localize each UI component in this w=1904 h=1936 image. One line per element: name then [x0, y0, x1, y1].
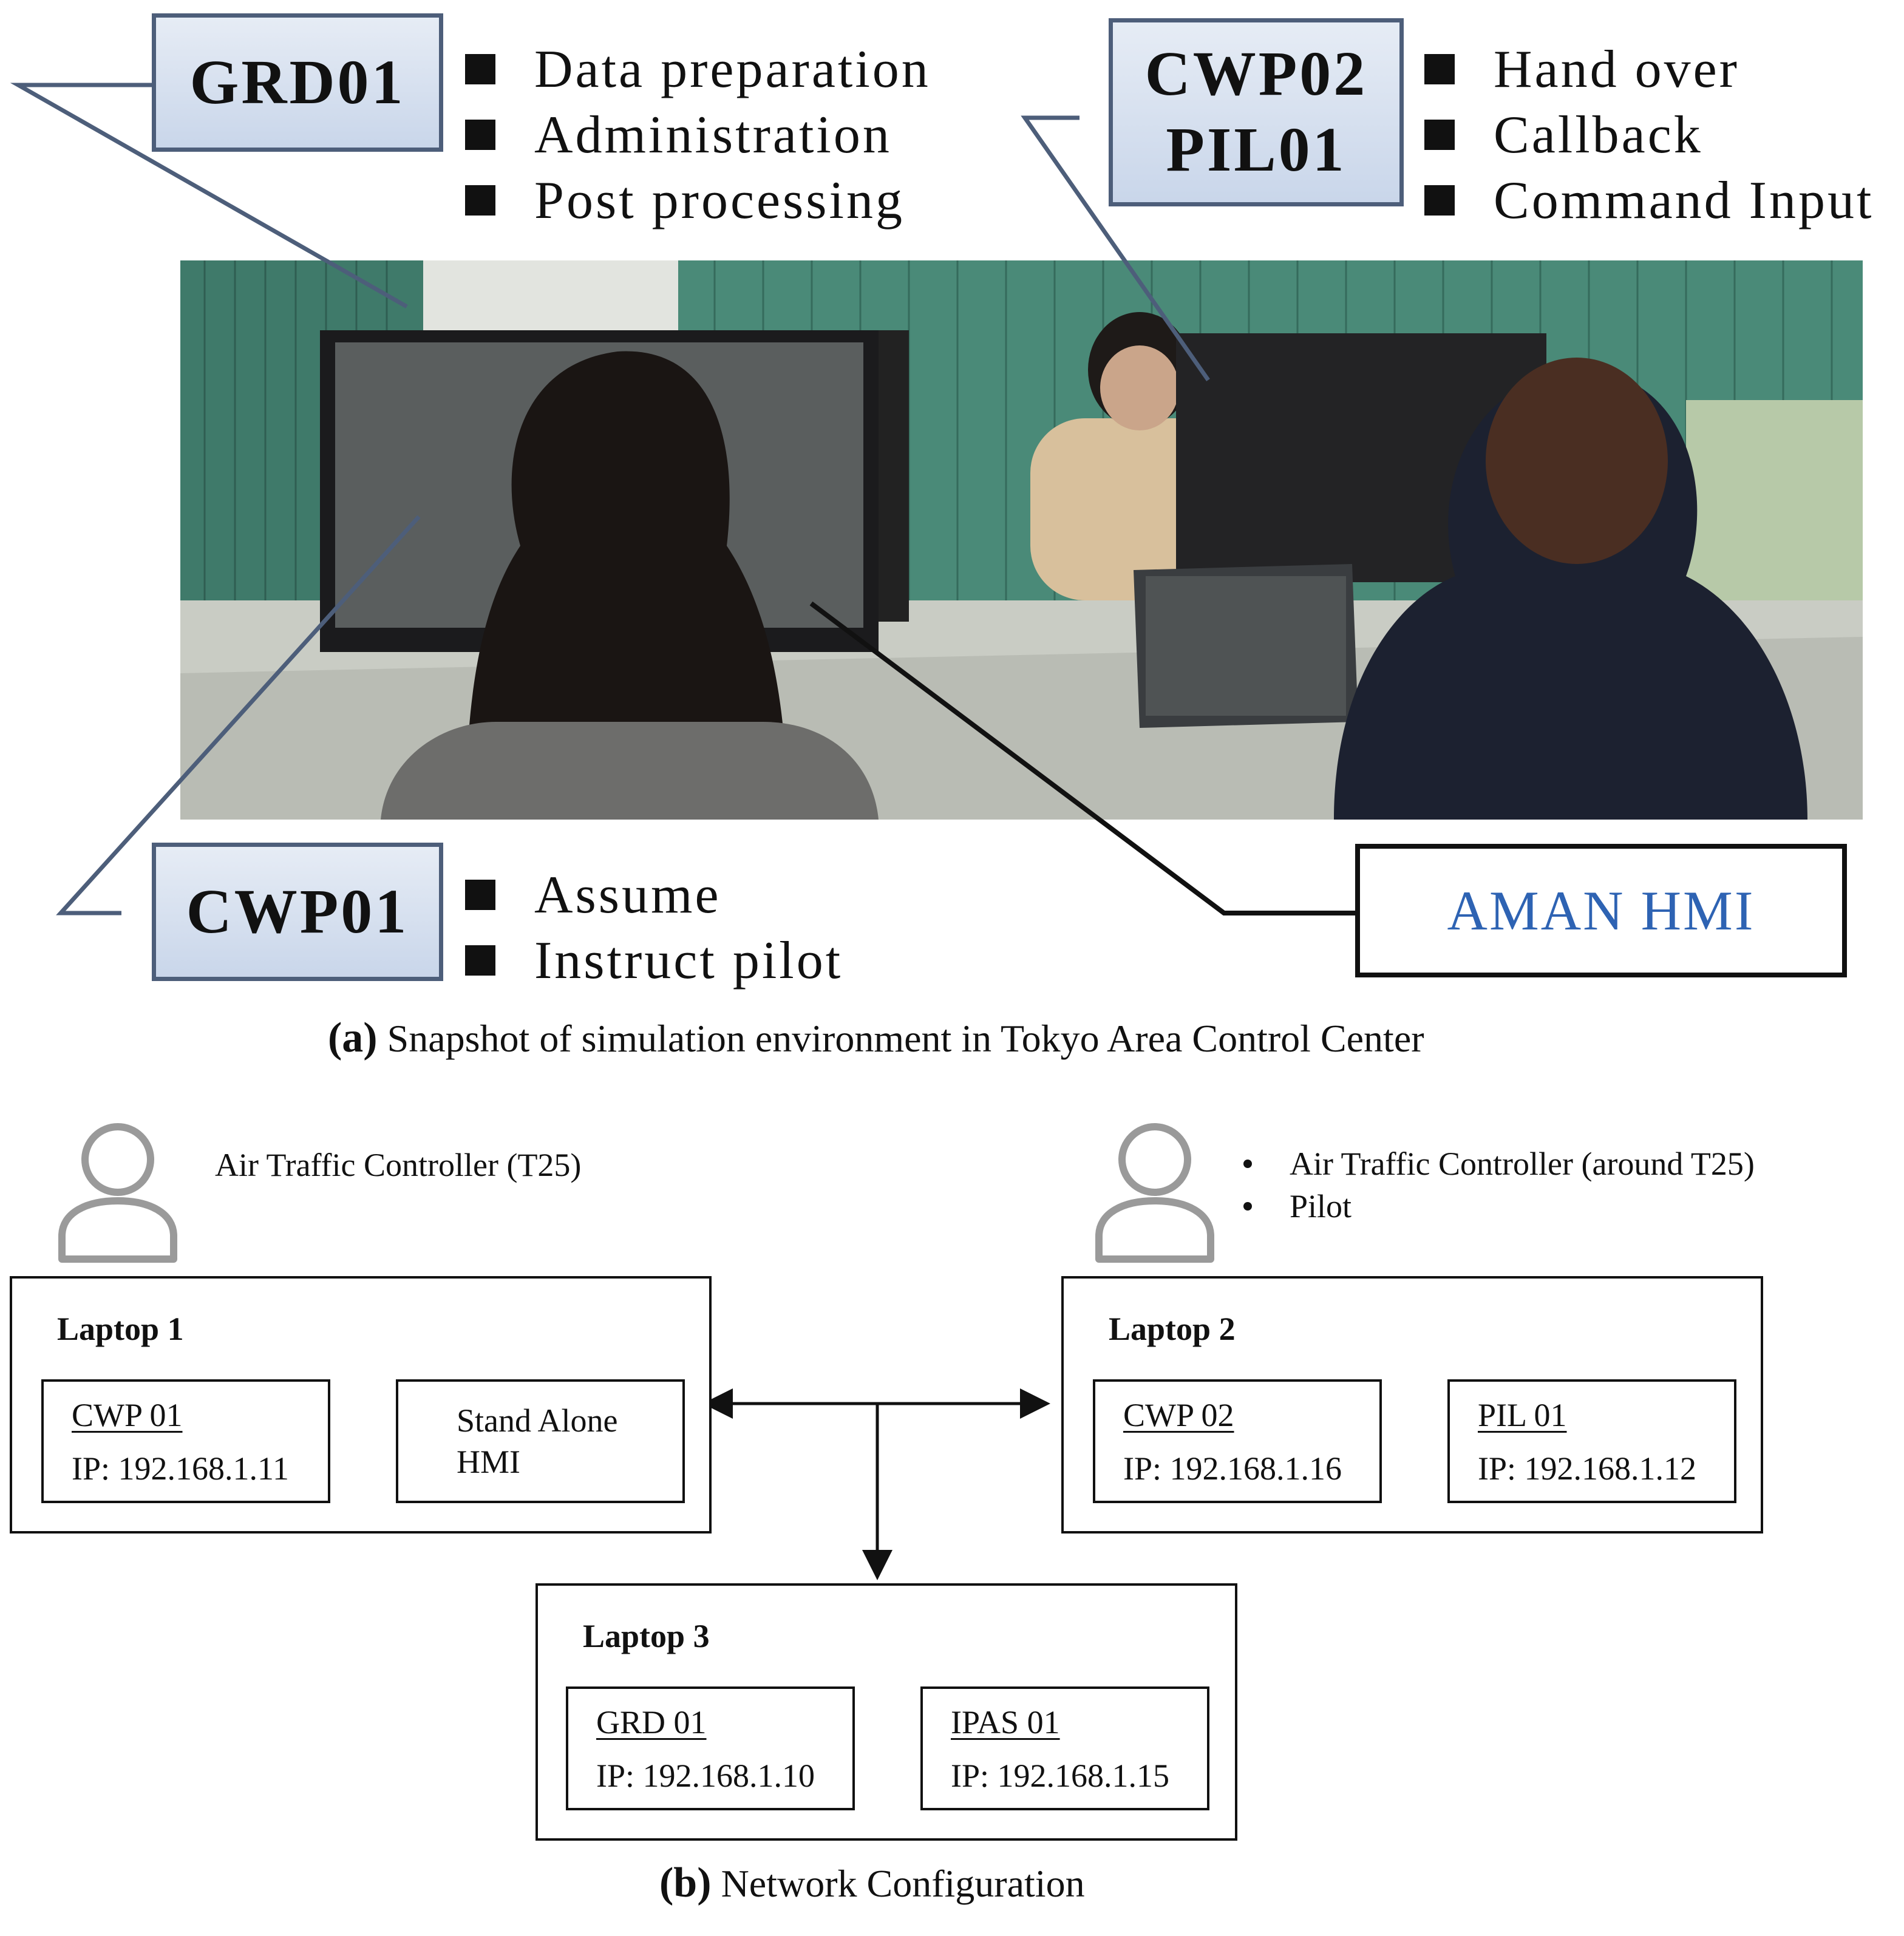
- square-bullet-icon: [465, 185, 495, 216]
- bullet-dot-icon: [1243, 1202, 1252, 1211]
- node-cwp01-ip: IP: 192.168.1.11: [72, 1450, 290, 1487]
- task-item: Post processing: [465, 168, 931, 233]
- caption-a-text: Snapshot of simulation environment in To…: [387, 1017, 1424, 1060]
- node-grd01: GRD 01 IP: 192.168.1.10: [566, 1686, 855, 1810]
- task-item: Instruct pilot: [465, 928, 843, 993]
- grd01-label: GRD01: [189, 47, 406, 117]
- node-cwp02-name: CWP 02: [1123, 1397, 1234, 1433]
- task-item: Command Input: [1424, 168, 1874, 233]
- node-cwp02: CWP 02 IP: 192.168.1.16: [1093, 1379, 1382, 1503]
- aman-callout-line: [809, 601, 1355, 915]
- node-cwp01: CWP 01 IP: 192.168.1.11: [41, 1379, 330, 1503]
- right-person-list: Air Traffic Controller (around T25) Pilo…: [1243, 1143, 1755, 1228]
- node-cwp01-name: CWP 01: [72, 1397, 183, 1433]
- left-person-text: Air Traffic Controller (T25): [215, 1147, 582, 1183]
- square-bullet-icon: [465, 945, 495, 976]
- aman-hmi-label-box: AMAN HMI: [1355, 844, 1847, 977]
- square-bullet-icon: [465, 54, 495, 84]
- list-item: Pilot: [1243, 1185, 1755, 1228]
- laptop-3: Laptop 3 GRD 01 IP: 192.168.1.10 IPAS 01…: [536, 1583, 1237, 1841]
- task-item: Administration: [465, 102, 931, 168]
- laptop-1-title: Laptop 1: [57, 1311, 184, 1347]
- list-item: Air Traffic Controller (around T25): [1243, 1143, 1755, 1185]
- bullet-dot-icon: [1243, 1160, 1252, 1168]
- caption-b-letter: (b): [659, 1860, 712, 1906]
- laptop-3-title: Laptop 3: [583, 1618, 710, 1654]
- photo-scene: [180, 260, 1863, 820]
- cwp02-pil01-label-box: CWP02 PIL01: [1109, 18, 1404, 206]
- laptop-1: Laptop 1 CWP 01 IP: 192.168.1.11 Stand A…: [10, 1276, 712, 1534]
- grd01-label-box: GRD01: [152, 13, 443, 152]
- cwp01-label: CWP01: [186, 876, 409, 946]
- task-item: Hand over: [1424, 36, 1874, 102]
- stand-alone-hmi-label: Stand Alone HMI: [457, 1402, 618, 1480]
- node-ipas01-ip: IP: 192.168.1.15: [951, 1758, 1170, 1794]
- cwp02-callout-line: [1021, 115, 1210, 382]
- task-item: Assume: [465, 862, 843, 928]
- laptop-2: Laptop 2 CWP 02 IP: 192.168.1.16 PIL 01 …: [1061, 1276, 1763, 1534]
- square-bullet-icon: [1424, 185, 1455, 216]
- cwp01-callout-line: [56, 515, 421, 915]
- right-person-icon: [1095, 1123, 1214, 1263]
- node-pil01: PIL 01 IP: 192.168.1.12: [1447, 1379, 1736, 1503]
- task-item: Data preparation: [465, 36, 931, 102]
- node-stand-alone-hmi: Stand Alone HMI: [396, 1379, 685, 1503]
- cwp01-task-list: Assume Instruct pilot: [465, 862, 843, 993]
- aman-hmi-label: AMAN HMI: [1447, 880, 1755, 942]
- grd01-task-list: Data preparation Administration Post pro…: [465, 36, 931, 233]
- laptop-2-title: Laptop 2: [1109, 1311, 1236, 1347]
- cwp02-label: CWP02: [1144, 39, 1368, 109]
- simulation-photo: [180, 260, 1863, 820]
- node-grd01-ip: IP: 192.168.1.10: [596, 1758, 815, 1794]
- left-person-icon: [58, 1123, 177, 1263]
- square-bullet-icon: [465, 880, 495, 910]
- cwp01-label-box: CWP01: [152, 843, 443, 981]
- cwp02-task-list: Hand over Callback Command Input: [1424, 36, 1874, 233]
- square-bullet-icon: [465, 120, 495, 150]
- grd01-callout-line: [10, 83, 408, 309]
- node-ipas01: IPAS 01 IP: 192.168.1.15: [920, 1686, 1209, 1810]
- node-ipas01-name: IPAS 01: [951, 1704, 1060, 1741]
- caption-b: (b) Network Configuration: [659, 1859, 1085, 1907]
- node-pil01-ip: IP: 192.168.1.12: [1478, 1450, 1697, 1487]
- caption-a: (a) Snapshot of simulation environment i…: [328, 1014, 1424, 1062]
- pil01-label: PIL01: [1166, 115, 1347, 185]
- node-cwp02-ip: IP: 192.168.1.16: [1123, 1450, 1342, 1487]
- task-item: Callback: [1424, 102, 1874, 168]
- node-grd01-name: GRD 01: [596, 1704, 707, 1741]
- square-bullet-icon: [1424, 120, 1455, 150]
- node-pil01-name: PIL 01: [1478, 1397, 1567, 1433]
- square-bullet-icon: [1424, 54, 1455, 84]
- caption-b-text: Network Configuration: [721, 1862, 1085, 1905]
- caption-a-letter: (a): [328, 1014, 378, 1061]
